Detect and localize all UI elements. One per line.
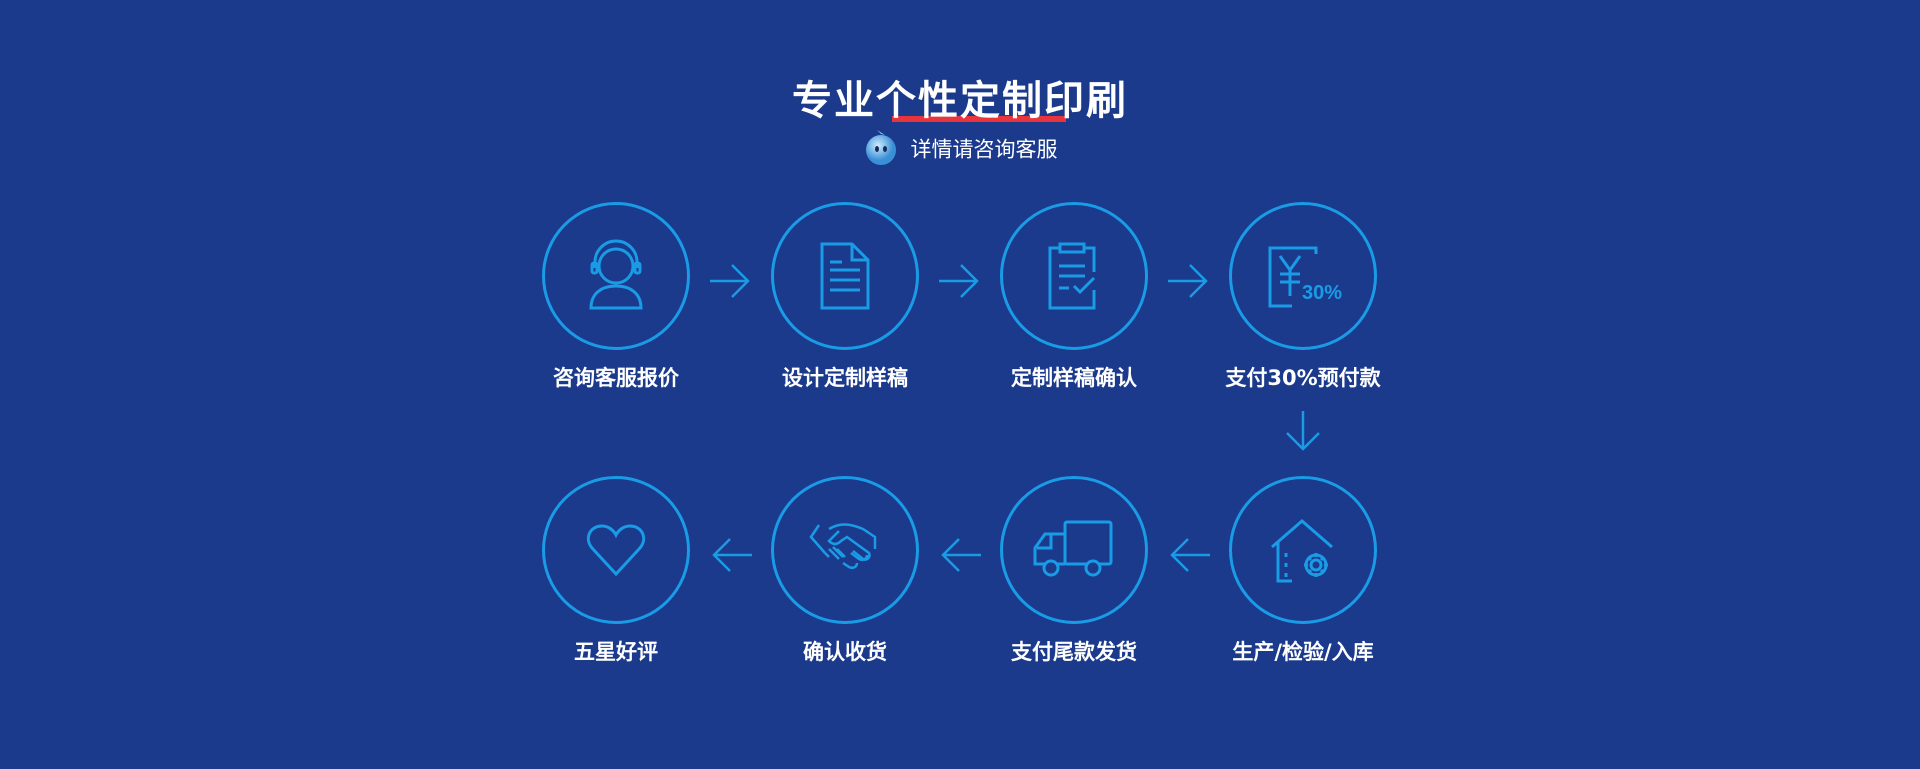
step-confirm-sample: 定制样稿确认: [954, 202, 1194, 392]
truck-icon: [1033, 520, 1113, 577]
arrow-right-icon: [939, 264, 979, 298]
step-quote: 咨询客服报价: [496, 202, 736, 392]
arrow-right-icon: [710, 264, 750, 298]
document-icon: [820, 242, 870, 310]
step-production: 生产/检验/入库: [1183, 476, 1423, 666]
step-circle: 30%: [1229, 202, 1377, 350]
step-design: 设计定制样稿: [725, 202, 965, 392]
step-circle: [771, 202, 919, 350]
arrow-left-icon: [941, 538, 981, 572]
mascot-icon: [863, 130, 899, 171]
step-review: 五星好评: [496, 476, 736, 666]
heart-icon: [586, 524, 646, 577]
arrow-down-icon: [1286, 411, 1320, 451]
step-circle: [1000, 202, 1148, 350]
step-circle: [542, 202, 690, 350]
clipboard-check-icon: [1048, 242, 1096, 310]
step-circle: [542, 476, 690, 624]
step-circle: [1000, 476, 1148, 624]
factory-gear-icon: [1271, 519, 1333, 583]
customer-service-icon: [589, 239, 643, 310]
svg-text:30%: 30%: [1302, 282, 1342, 304]
subtitle: 详情请咨询客服: [0, 130, 1920, 171]
step-circle: [771, 476, 919, 624]
step-prepayment: 30% 支付30%预付款: [1183, 202, 1423, 392]
handshake-icon: [809, 523, 877, 570]
step-ship: 支付尾款发货: [954, 476, 1194, 666]
payment-icon: 30%: [1268, 246, 1342, 308]
step-circle: [1229, 476, 1377, 624]
page-title: 专业个性定制印刷: [792, 78, 1128, 124]
arrow-right-icon: [1168, 264, 1208, 298]
arrow-left-icon: [1170, 538, 1210, 572]
arrow-left-icon: [712, 538, 752, 572]
step-receive: 确认收货: [725, 476, 965, 666]
